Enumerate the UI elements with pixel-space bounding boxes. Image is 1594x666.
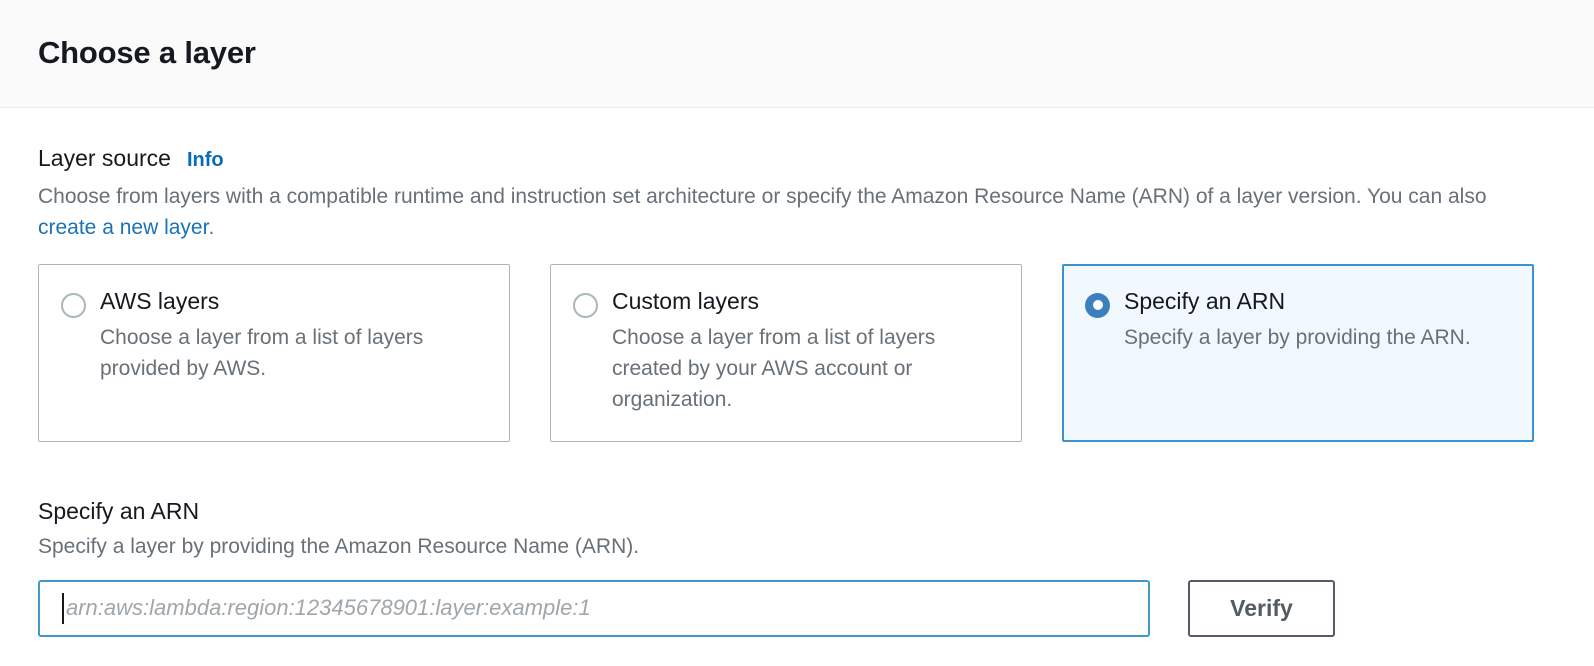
arn-input[interactable] bbox=[38, 579, 1150, 637]
specify-an-arn-description: Specify a layer by providing the Amazon … bbox=[38, 534, 640, 558]
radio-card-specify-an-arn-title: Specify an ARN bbox=[1124, 287, 1286, 314]
radio-card-aws-layers-texts: AWS layers Choose a layer from a list of… bbox=[100, 287, 485, 441]
radio-icon-aws-layers[interactable] bbox=[61, 292, 86, 318]
radio-card-specify-an-arn-texts: Specify an ARN Specify a layer by provid… bbox=[1124, 287, 1509, 440]
radio-card-custom-layers-title: Custom layers bbox=[612, 287, 759, 314]
layer-source-description-text-1: Choose from layers with a compatible run… bbox=[38, 184, 1487, 208]
radio-card-aws-layers[interactable]: AWS layers Choose a layer from a list of… bbox=[38, 263, 510, 442]
arn-input-wrapper bbox=[38, 579, 1150, 637]
dialog-header: Choose a layer bbox=[0, 0, 1594, 108]
radio-card-custom-layers-texts: Custom layers Choose a layer from a list… bbox=[612, 287, 997, 441]
layer-source-description-text-2: . bbox=[208, 215, 215, 239]
radio-card-custom-layers[interactable]: Custom layers Choose a layer from a list… bbox=[550, 263, 1022, 442]
layer-source-description: Choose from layers with a compatible run… bbox=[38, 181, 1498, 243]
layer-source-options: AWS layers Choose a layer from a list of… bbox=[38, 263, 1556, 442]
create-a-new-layer-link[interactable]: create a new layer bbox=[38, 215, 209, 239]
specify-an-arn-heading: Specify an ARN bbox=[38, 497, 200, 524]
info-link[interactable]: Info bbox=[186, 149, 224, 171]
radio-icon-custom-layers[interactable] bbox=[573, 292, 598, 318]
specify-an-arn-section: Specify an ARN Specify a layer by provid… bbox=[38, 497, 1556, 637]
arn-input-row: Verify bbox=[38, 579, 1556, 637]
page-title: Choose a layer bbox=[38, 35, 256, 71]
layer-source-label: Layer source bbox=[38, 145, 171, 171]
verify-button[interactable]: Verify bbox=[1188, 579, 1335, 637]
dialog-body: Layer source Info Choose from layers wit… bbox=[0, 108, 1594, 637]
radio-card-custom-layers-description: Choose a layer from a list of layers cre… bbox=[612, 325, 936, 411]
layer-source-label-row: Layer source Info bbox=[38, 144, 1556, 173]
radio-card-aws-layers-title: AWS layers bbox=[100, 287, 220, 314]
radio-icon-specify-an-arn[interactable] bbox=[1085, 292, 1110, 318]
radio-card-specify-an-arn[interactable]: Specify an ARN Specify a layer by provid… bbox=[1062, 263, 1534, 442]
radio-card-specify-an-arn-description: Specify a layer by providing the ARN. bbox=[1124, 325, 1471, 349]
radio-card-aws-layers-description: Choose a layer from a list of layers pro… bbox=[100, 325, 424, 380]
